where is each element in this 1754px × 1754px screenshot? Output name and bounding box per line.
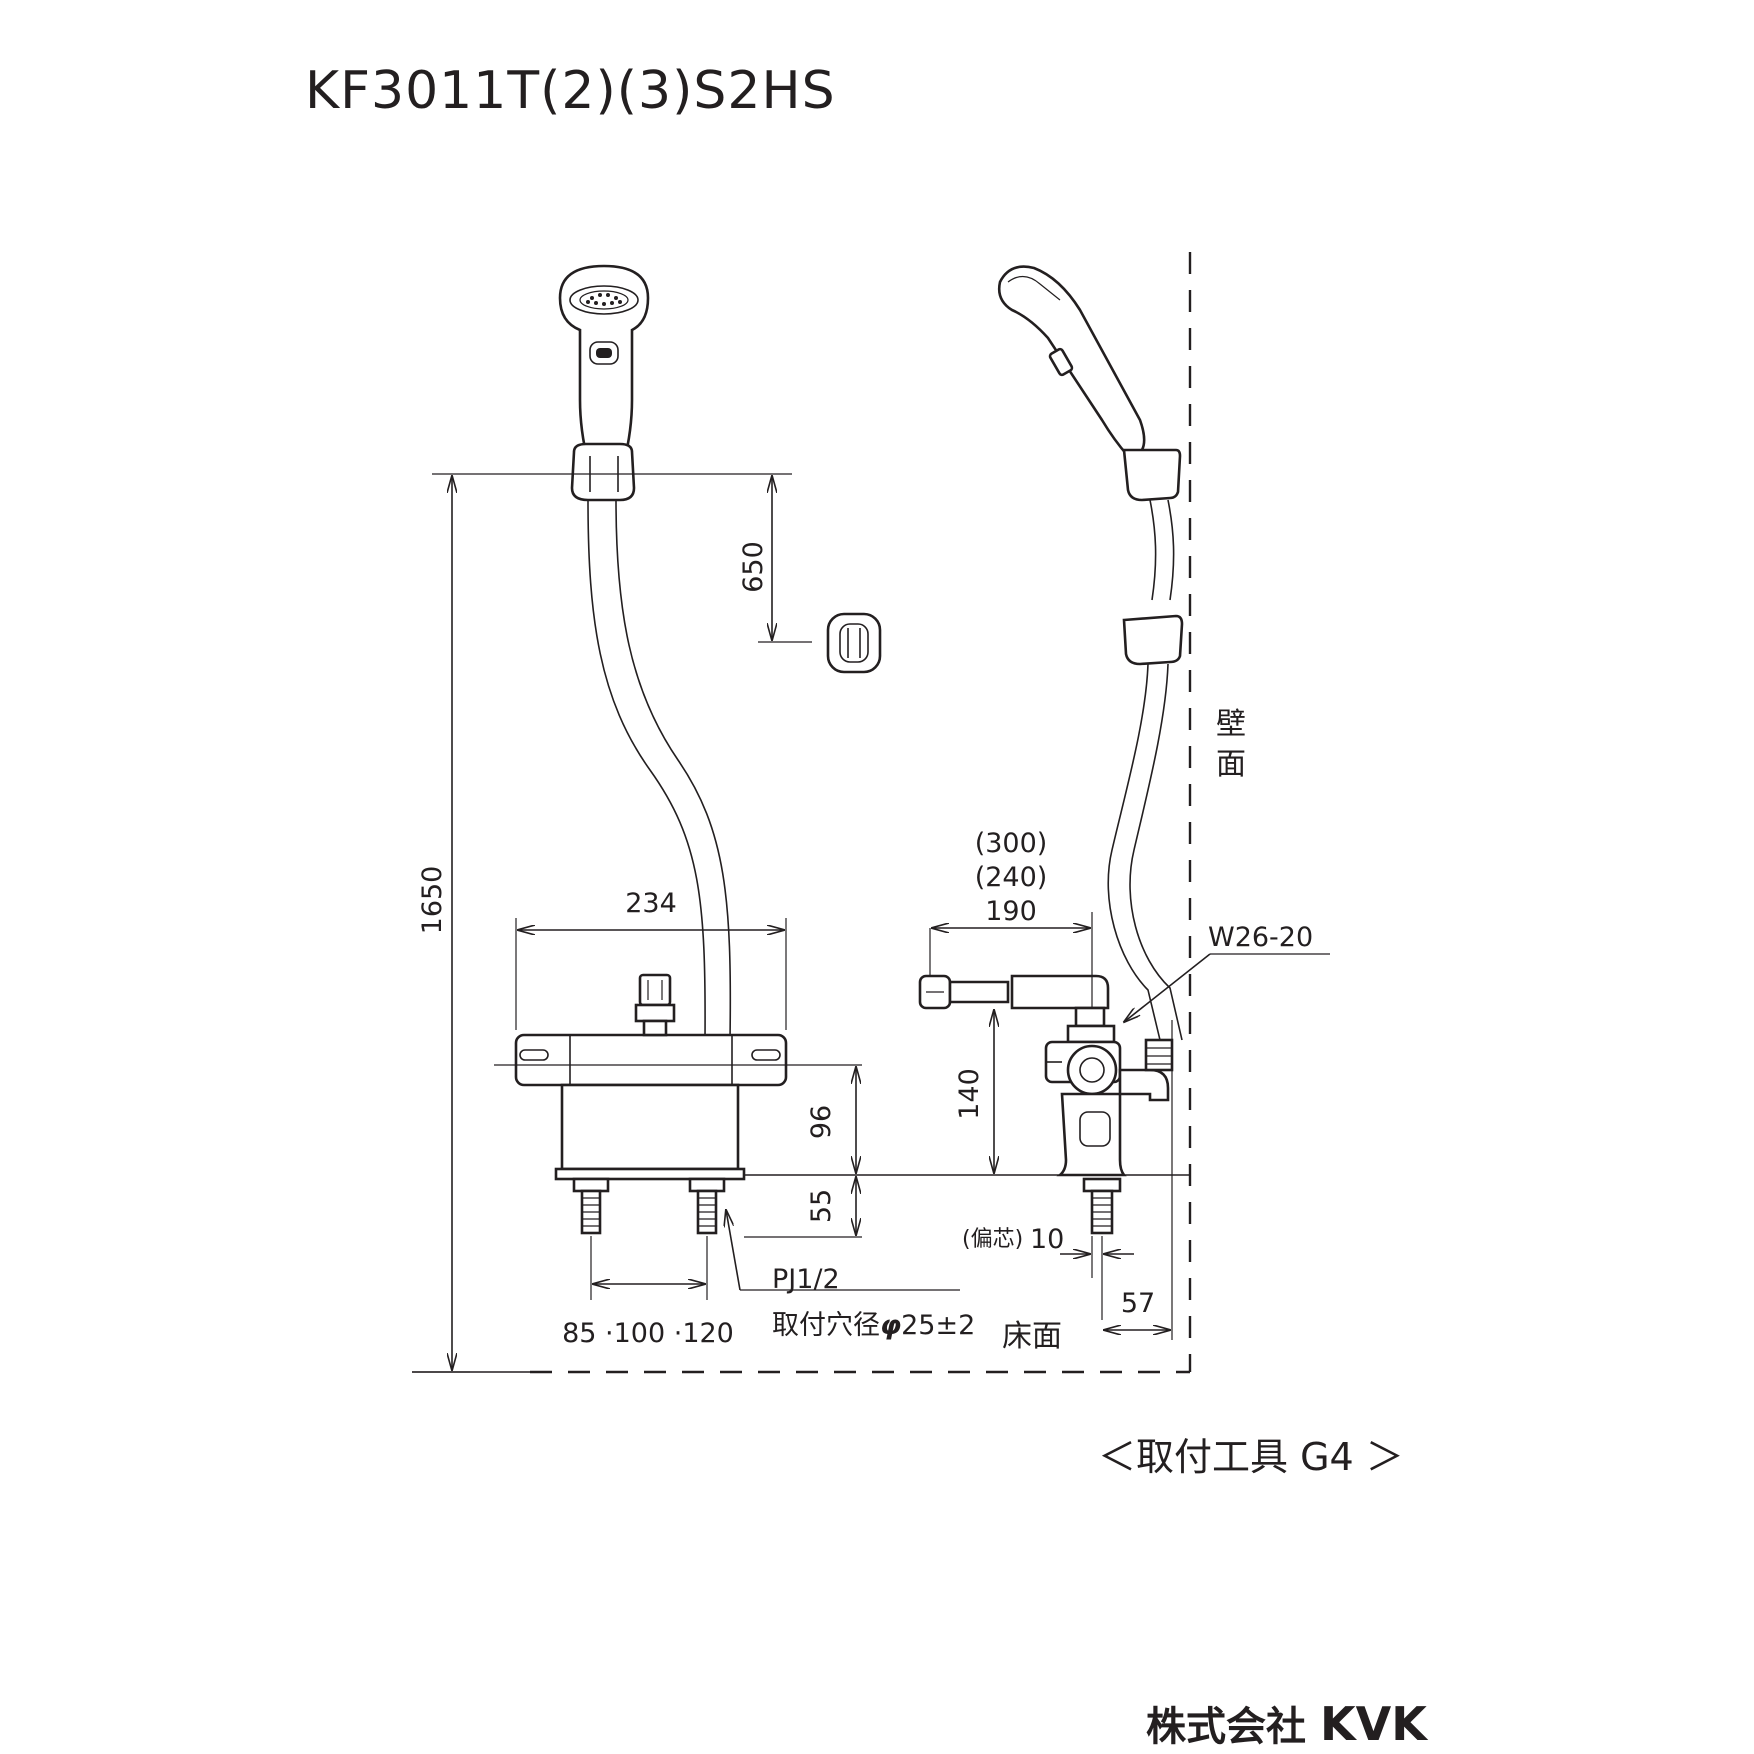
- spout-side: [918, 974, 1110, 1010]
- dim-55: 55: [806, 1189, 837, 1223]
- supply-pipes: [572, 1177, 726, 1235]
- dim-234: 234: [625, 888, 677, 919]
- front-view: [514, 264, 882, 1235]
- dim-96: 96: [806, 1105, 837, 1139]
- hand-shower-front: [558, 264, 650, 464]
- mixer-body-front: [514, 973, 788, 1181]
- dim-300: (300): [975, 828, 1048, 859]
- floor-label: 床面: [1002, 1319, 1062, 1354]
- pipe-thread-label: PJ1/2: [772, 1264, 840, 1295]
- fitting-tool-label: ＜取付工具 G4 ＞: [1098, 1435, 1404, 1479]
- side-view: [412, 252, 1192, 1374]
- shower-holder: [570, 442, 636, 502]
- side-supply-pipe: [1082, 1177, 1122, 1235]
- company-name: 株式会社: [1146, 1704, 1306, 1750]
- dim-57: 57: [1121, 1288, 1155, 1319]
- dim-190: 190: [985, 896, 1037, 927]
- brand-logo: KVK: [1320, 1697, 1429, 1751]
- wall-label-top: 壁: [1216, 707, 1246, 742]
- dim-140: 140: [954, 1068, 985, 1120]
- valve-body-side: [1044, 1006, 1174, 1177]
- wall-thread-label: W26-20: [1208, 922, 1313, 953]
- dim-offset-label: (偏芯): [962, 1227, 1023, 1252]
- dim-offset-value: 10: [1030, 1224, 1064, 1255]
- dim-240: (240): [975, 862, 1048, 893]
- wall-label-bottom: 面: [1216, 747, 1246, 782]
- hand-shower-side: [997, 265, 1184, 1041]
- dim-650: 650: [738, 541, 769, 593]
- dimension-lines: [412, 473, 1330, 1373]
- mount-hole-label: 取付穴径φ25±2: [772, 1310, 975, 1341]
- spare-holder: [826, 612, 882, 674]
- dim-pitch: 85 ·100 ·120: [562, 1318, 734, 1349]
- shower-hose-front: [587, 499, 732, 1041]
- dim-1650: 1650: [417, 866, 448, 935]
- model-title: KF3011T(2)(3)S2HS: [305, 61, 836, 121]
